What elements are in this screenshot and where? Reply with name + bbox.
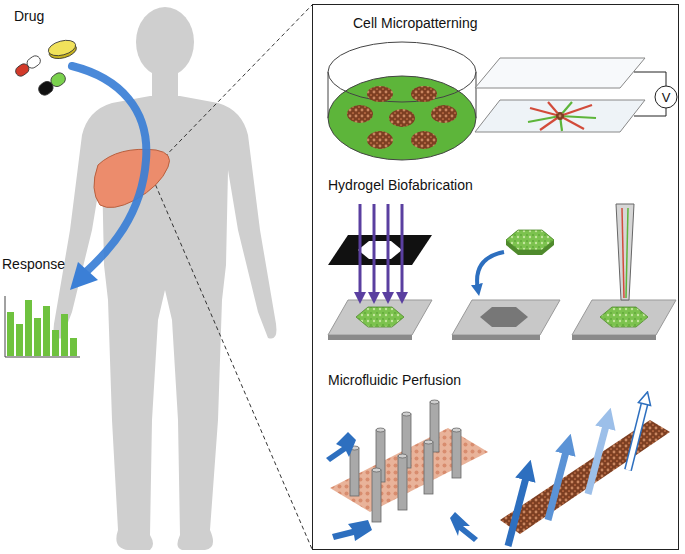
voltmeter-symbol: V [660,89,672,106]
pillar-array [326,400,488,542]
bioprint-step [572,204,676,340]
flow-arrow [70,66,146,290]
human-silhouette [54,7,277,550]
section-heading: Microfluidic Perfusion [328,372,461,389]
electrode-plates [475,58,677,132]
section-heading: Cell Micropatterning [353,15,478,32]
pills [14,38,78,98]
petri-dish [328,42,476,160]
bar-chart [5,296,80,357]
zoom-lines [150,5,312,549]
annotation-label: Response [2,256,65,273]
flow-channel [500,398,670,546]
panel-box: Cell MicropatterningHydrogel Biofabricat… [312,4,679,550]
photomask-step [328,204,432,340]
liver [94,149,170,207]
section-heading: Hydrogel Biofabrication [328,177,473,194]
annotation-label: Drug [14,8,44,25]
transfer-step [452,230,560,340]
